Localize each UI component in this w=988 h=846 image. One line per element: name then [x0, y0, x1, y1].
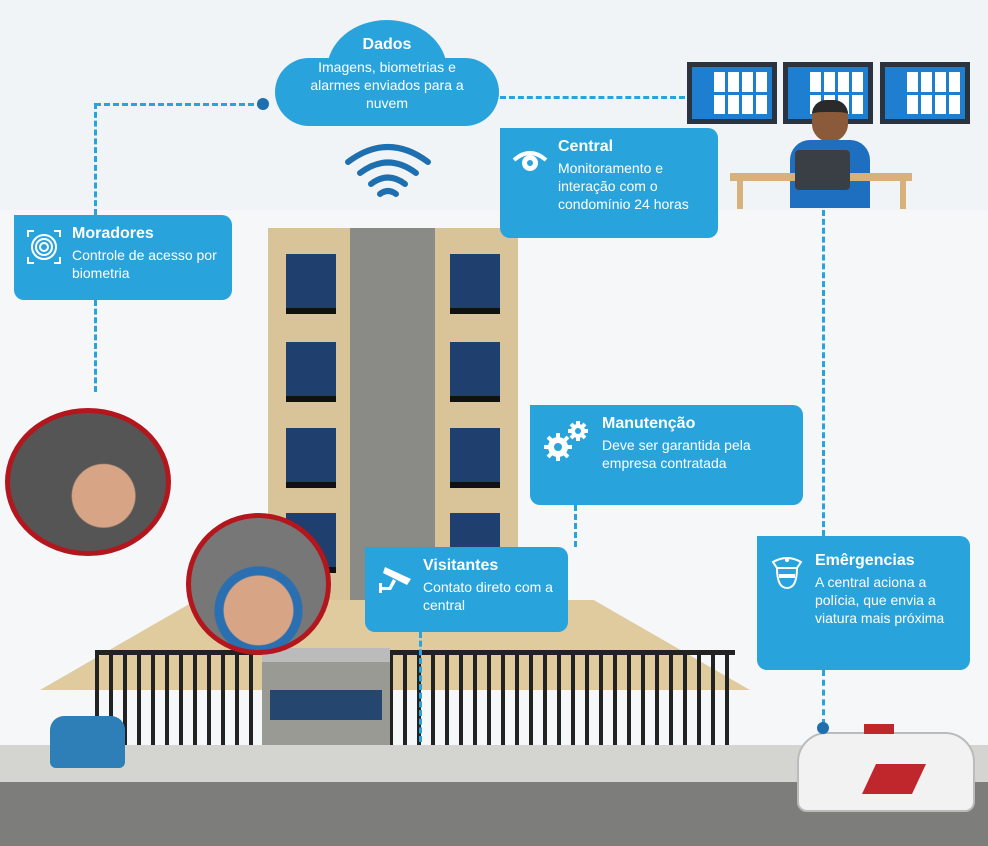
security-camera-icon — [379, 567, 411, 593]
police-car — [797, 724, 975, 812]
biometric-reader-photo — [5, 408, 171, 556]
keyfob-photo — [186, 513, 331, 655]
police-officer-icon — [771, 557, 803, 590]
manutencao-title: Manutenção — [602, 415, 696, 432]
gears-icon — [544, 421, 588, 461]
cloud-title: Dados — [362, 36, 412, 53]
moradores-title: Moradores — [72, 225, 154, 242]
guard-house — [262, 648, 390, 756]
manutencao-callout: Manutenção Deve ser garantida pela empre… — [530, 405, 803, 505]
emergencias-title: Emêrgencias — [815, 552, 915, 569]
cloud: Dados Imagens, biometrias e alarmes envi… — [275, 20, 499, 126]
visitantes-text: Contato direto com a central — [423, 579, 553, 613]
wifi-icon — [345, 144, 431, 197]
fingerprint-icon — [27, 230, 61, 264]
visitantes-title: Visitantes — [423, 557, 499, 574]
central-callout: Central Monitoramento e interação com o … — [500, 128, 718, 238]
blue-car — [50, 716, 125, 768]
connector-line — [822, 210, 825, 536]
monitor — [880, 62, 970, 124]
central-title: Central — [558, 138, 614, 155]
desk-leg — [737, 181, 743, 209]
cloud-text: Imagens, biometrias e alarmes enviados p… — [310, 59, 464, 111]
connector-line — [822, 670, 825, 725]
chair — [795, 150, 850, 190]
eye-icon — [512, 151, 548, 171]
connector-dot — [257, 98, 269, 110]
visitantes-callout: Visitantes Contato direto com a central — [365, 547, 568, 632]
emergencias-callout: Emêrgencias A central aciona a polícia, … — [757, 536, 970, 670]
desk-leg — [900, 181, 906, 209]
connector-line — [95, 103, 263, 106]
fence — [95, 650, 735, 745]
connector-line — [574, 505, 577, 547]
manutencao-text: Deve ser garantida pela empresa contrata… — [602, 437, 751, 471]
moradores-text: Controle de acesso por biometria — [72, 247, 217, 281]
monitor — [687, 62, 777, 124]
connector-line — [419, 632, 422, 742]
emergencias-text: A central aciona a polícia, que envia a … — [815, 574, 945, 626]
central-text: Monitoramento e interação com o condomín… — [558, 160, 689, 212]
connector-line — [94, 300, 97, 392]
moradores-callout: Moradores Controle de acesso por biometr… — [14, 215, 232, 300]
connector-dot — [817, 722, 829, 734]
connector-line — [94, 103, 97, 215]
connector-line — [500, 96, 685, 99]
